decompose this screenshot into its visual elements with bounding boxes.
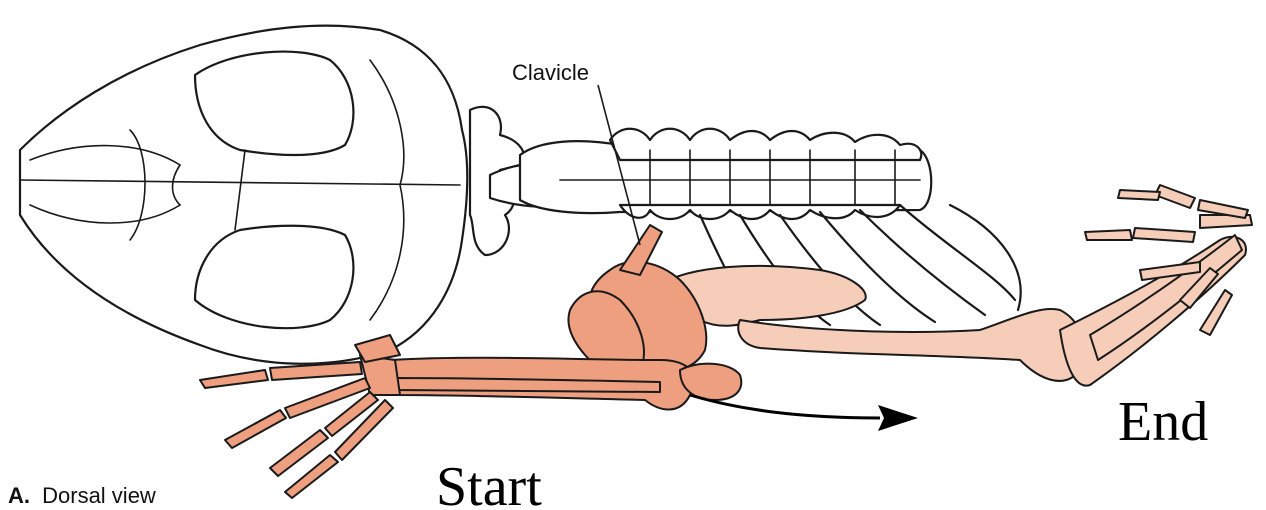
caption: A. Dorsal view (8, 483, 156, 508)
caption-text: Dorsal view (42, 483, 156, 508)
end-label: End (1118, 391, 1208, 453)
vertebral-column (470, 107, 931, 255)
skull (20, 26, 467, 364)
motion-arrow (690, 395, 918, 431)
start-label: Start (436, 456, 542, 510)
caption-letter: A. (8, 483, 30, 508)
clavicle-label: Clavicle (512, 60, 589, 85)
